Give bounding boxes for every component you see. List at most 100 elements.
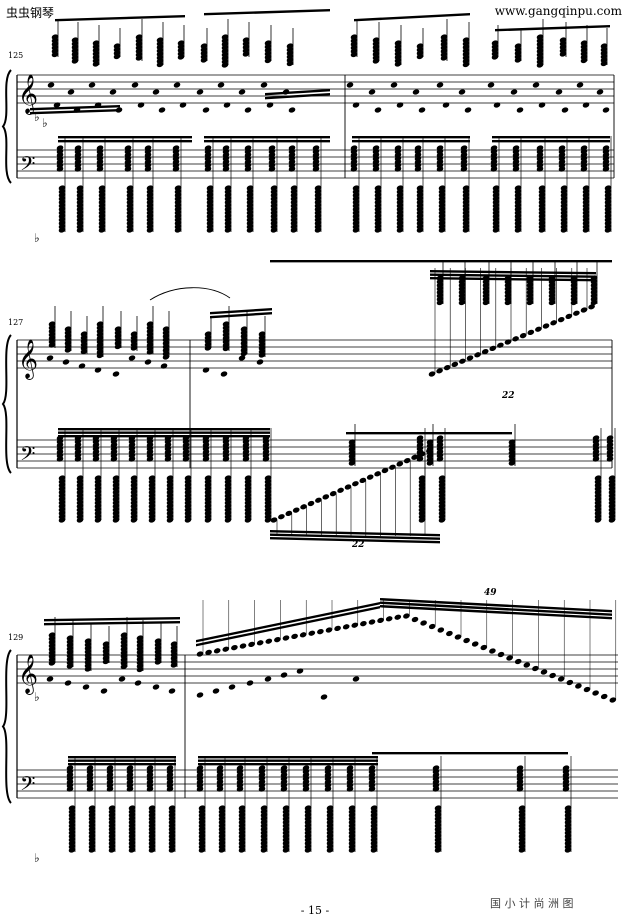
treble-beam xyxy=(210,312,272,319)
bass-octave-notehead xyxy=(76,517,84,523)
bass-chord-notehead xyxy=(258,786,266,792)
slur xyxy=(149,287,231,301)
treble-chord-notehead xyxy=(372,58,380,64)
melody-notehead xyxy=(212,688,220,694)
run-notehead xyxy=(540,669,548,675)
run-beam xyxy=(196,602,380,643)
run-notehead xyxy=(334,625,341,632)
run-notehead xyxy=(583,686,591,693)
run-notehead xyxy=(504,339,512,345)
treble-chord-notehead xyxy=(84,666,92,672)
bass-run-beam xyxy=(270,530,440,537)
bass-chord-notehead xyxy=(244,166,252,172)
treble-lower-notehead xyxy=(46,355,54,361)
run-notehead xyxy=(474,352,481,358)
treble-chord-notehead xyxy=(526,299,534,306)
treble-lower-notehead xyxy=(602,107,610,113)
bass-octave-notehead xyxy=(538,227,546,233)
bass-chord-notehead xyxy=(124,166,132,172)
treble-chord-notehead xyxy=(436,299,444,306)
treble-lower-notehead xyxy=(78,363,86,369)
treble-inner-notehead xyxy=(173,82,181,88)
treble-lower-notehead xyxy=(256,359,264,365)
bass-octave-notehead xyxy=(148,847,156,853)
treble-inner-notehead xyxy=(346,82,354,88)
bass-octave-notehead xyxy=(94,517,102,523)
bass-octave-notehead xyxy=(264,517,272,523)
bass-octave-notehead xyxy=(218,847,226,853)
treble-chord-notehead xyxy=(458,299,466,306)
run-notehead xyxy=(454,634,462,640)
bass-octave-notehead xyxy=(126,227,134,233)
treble-lower-notehead xyxy=(152,684,160,690)
brace xyxy=(1,649,12,804)
treble-inner-notehead xyxy=(532,82,540,88)
bass-chord-notehead xyxy=(312,166,320,172)
treble-inner-notehead xyxy=(109,89,117,95)
treble-inner-notehead xyxy=(196,89,204,95)
treble-chord-notehead xyxy=(130,345,138,351)
bass-octave-notehead xyxy=(244,517,252,523)
bass-octave-notehead xyxy=(184,517,192,523)
treble-chord-notehead xyxy=(440,55,448,61)
treble-lower-notehead xyxy=(220,371,228,377)
flat-accidental: ♭ xyxy=(34,851,40,865)
bass-chord-notehead xyxy=(166,786,174,792)
bass-run-notehead xyxy=(366,474,374,480)
bass-octave-notehead xyxy=(130,517,138,523)
bass-chord-notehead xyxy=(236,786,244,792)
bass-octave-notehead xyxy=(518,847,526,853)
run-notehead xyxy=(428,623,436,630)
run-notehead xyxy=(256,640,264,646)
site-url[interactable]: www.gangqinpu.com xyxy=(494,4,622,18)
flat-accidental: ♭ xyxy=(42,116,48,130)
bass-chord-notehead xyxy=(512,166,520,172)
run-notehead xyxy=(532,665,539,672)
bass-chord-notehead xyxy=(536,166,544,172)
melody-notehead xyxy=(280,672,288,678)
run-notehead xyxy=(549,672,556,679)
run-notehead xyxy=(360,620,367,627)
treble-chord-notehead xyxy=(264,57,272,64)
bass-octave-notehead xyxy=(146,227,154,233)
bass-beam xyxy=(372,752,568,755)
run-notehead xyxy=(420,620,427,626)
bass-run-notehead xyxy=(329,490,337,497)
run-notehead xyxy=(489,345,497,352)
run-notehead xyxy=(575,683,582,689)
bass-chord-notehead xyxy=(348,460,356,466)
bass-chord-notehead xyxy=(432,786,440,792)
bass-chord-notehead xyxy=(202,456,210,462)
bass-run-beam xyxy=(270,533,440,540)
bass-octave-notehead xyxy=(282,847,290,853)
treble-chord-notehead xyxy=(113,53,121,60)
flat-accidental: ♭ xyxy=(34,690,40,704)
bass-chord-notehead xyxy=(280,786,288,792)
bass-chord-notehead xyxy=(110,456,118,462)
treble-chord-notehead xyxy=(221,62,229,68)
bass-chord-notehead xyxy=(74,166,82,172)
bass-run-notehead xyxy=(374,471,381,477)
treble-lower-notehead xyxy=(160,363,168,369)
bass-beam xyxy=(68,763,176,766)
treble-chord-notehead xyxy=(350,51,358,58)
treble-inner-notehead xyxy=(368,89,376,95)
bass-octave-notehead xyxy=(438,227,446,233)
bass-octave-notehead xyxy=(352,227,360,233)
treble-chord-notehead xyxy=(462,61,470,68)
bass-octave-notehead xyxy=(174,227,182,233)
bass-chord-notehead xyxy=(106,786,114,792)
measure-number-127: 127 xyxy=(8,318,23,327)
treble-lower-notehead xyxy=(137,102,145,108)
bass-beam xyxy=(58,428,270,431)
bass-chord-notehead xyxy=(182,456,190,462)
run-notehead xyxy=(550,320,557,326)
run-notehead xyxy=(592,690,599,696)
run-notehead xyxy=(213,648,221,654)
site-name: 虫虫钢琴 xyxy=(6,6,55,20)
treble-inner-notehead xyxy=(47,82,55,88)
treble-beam xyxy=(55,15,185,22)
treble-lower-notehead xyxy=(493,102,501,108)
melody-notehead xyxy=(228,684,236,690)
treble-chord-notehead xyxy=(120,663,128,670)
